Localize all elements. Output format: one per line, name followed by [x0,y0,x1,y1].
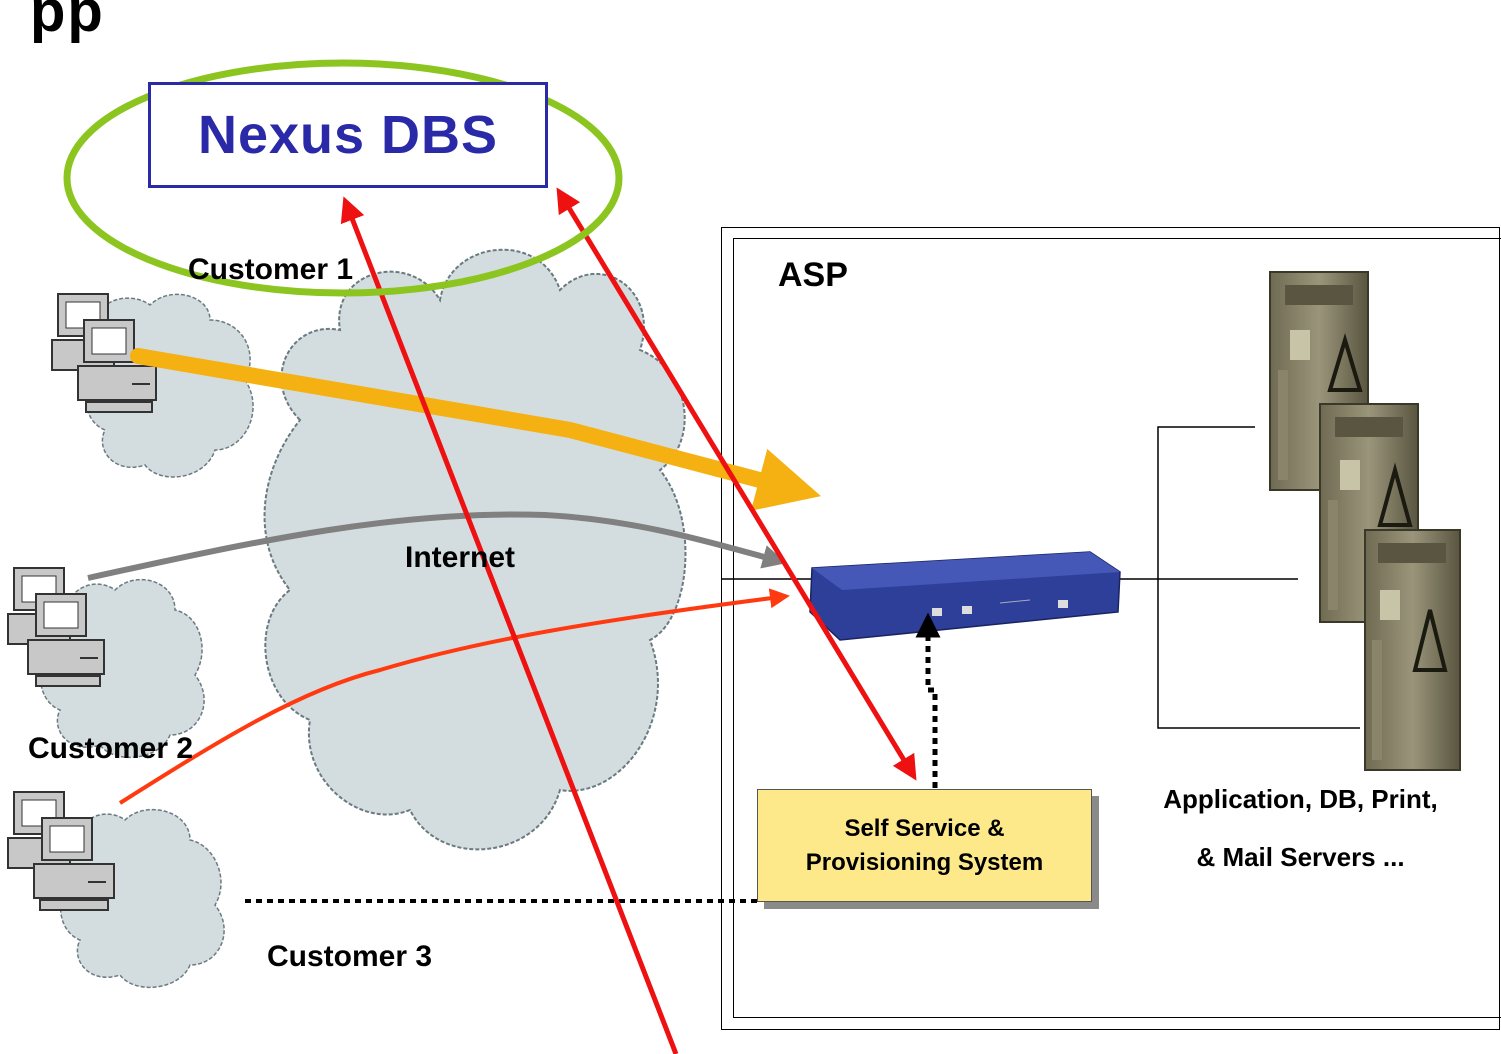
asp-label: ASP [778,256,848,294]
customer2-label: Customer 2 [28,732,194,765]
customer3-label: Customer 3 [267,940,433,973]
customer1-computers-icon [51,293,157,413]
provisioning-to-appliance-arrow [915,612,941,788]
nexus-long-red-arrow [340,196,679,1054]
nexus-highlight-ellipse [63,59,623,297]
provisioning-system-box: Self Service & Provisioning System [757,789,1092,902]
internet-label: Internet [405,541,516,574]
provisioning-line1: Self Service & [844,814,1005,842]
nexus-dbs-label: Nexus DBS [197,105,499,165]
provisioning-line2: Provisioning System [805,848,1044,876]
customer1-label: Customer 1 [188,253,354,286]
header-title-fragment: pp [30,0,105,44]
servers-line1: Application, DB, Print, [1163,784,1438,814]
customer3-computers-icon [7,791,115,911]
appliance-device-icon [809,551,1121,641]
customer2-computers-icon [7,567,105,687]
nexus-provisioning-red-arrow [556,187,917,781]
nexus-dbs-box: Nexus DBS [148,82,548,188]
server-towers-icon [1269,271,1461,771]
servers-line2: & Mail Servers ... [1196,842,1405,872]
